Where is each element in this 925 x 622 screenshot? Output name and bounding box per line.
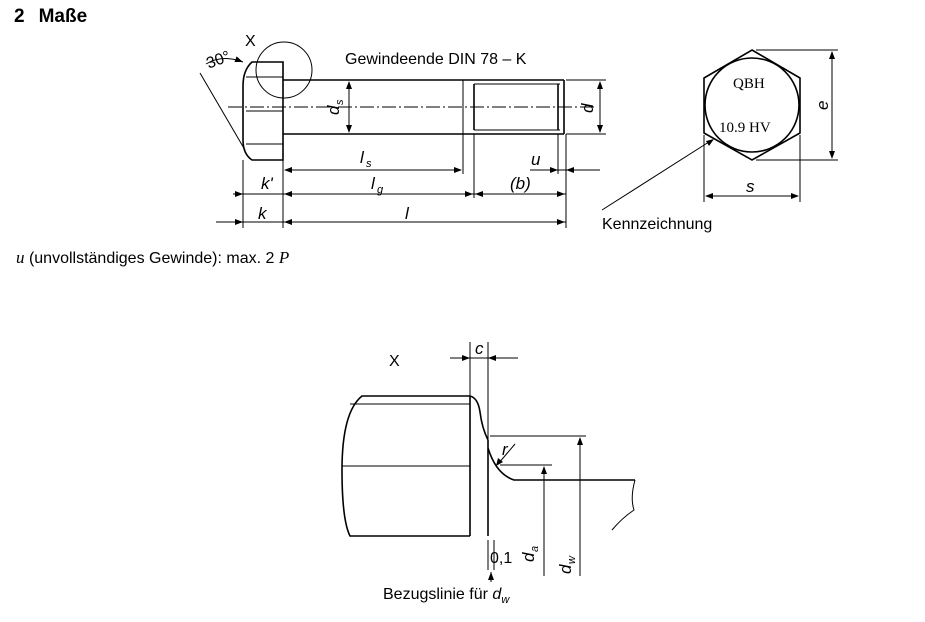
u-label: u	[531, 150, 541, 169]
section-heading: 2 Maße	[14, 6, 87, 28]
thread-end-note: Gewindeende DIN 78 – K	[345, 51, 527, 68]
d-label: d	[578, 103, 597, 113]
shank-fillet	[487, 447, 635, 481]
marking-leader	[601, 139, 713, 211]
lg-label-sub: g	[377, 184, 384, 196]
detail-circle	[255, 41, 313, 99]
s-label: s	[746, 177, 755, 196]
lg-label: l	[371, 174, 376, 193]
reference-label: Bezugslinie für dw	[383, 586, 510, 606]
da-label-sub: a	[529, 546, 541, 552]
detail-view: X c r d a	[341, 339, 636, 606]
b-label: (b)	[510, 174, 531, 193]
k-prime-label: k'	[261, 174, 274, 193]
break-line	[611, 479, 636, 531]
c-label: c	[475, 339, 484, 358]
note-variable: u	[16, 248, 25, 267]
marking-label: Kennzeichnung	[602, 216, 712, 233]
bolt-side-view: X 30° Gewindeende DIN 78 – K d s d	[199, 33, 606, 228]
e-label: e	[813, 101, 832, 110]
note-text: (unvollständiges Gewinde): max. 2	[28, 250, 275, 267]
l-label: l	[405, 204, 410, 223]
hex-end-view: QBH 10.9 HV e s Kennzeichnung	[601, 49, 838, 233]
detail-title-marker: X	[389, 353, 400, 370]
washer-face	[469, 395, 489, 441]
bearing-circle	[704, 57, 800, 153]
section-title: Maße	[38, 6, 88, 27]
thread-note: u (unvollständiges Gewinde): max. 2 P	[16, 248, 289, 268]
marking-line-2: 10.9 HV	[719, 120, 771, 136]
angle-label: 30°	[204, 48, 233, 72]
ls-label-sub: s	[366, 158, 372, 170]
da-label: d	[519, 552, 538, 562]
section-number: 2	[14, 6, 25, 27]
dw-label: d	[556, 564, 575, 574]
marking-line-1: QBH	[733, 76, 765, 92]
angle-line	[199, 72, 246, 151]
r-label: r	[502, 440, 509, 459]
ds-label: d	[324, 105, 343, 115]
bolt-head	[242, 61, 284, 161]
detail-marker-label: X	[245, 33, 256, 50]
hexagon-outline	[703, 49, 801, 161]
dw-label-sub: w	[566, 555, 578, 564]
tolerance-label: 0,1	[490, 550, 512, 567]
ls-label: l	[360, 148, 365, 167]
detail-head-outline	[341, 395, 470, 537]
note-pitch: P	[278, 248, 290, 267]
ds-label-sub: s	[334, 99, 346, 105]
k-label: k	[258, 204, 268, 223]
